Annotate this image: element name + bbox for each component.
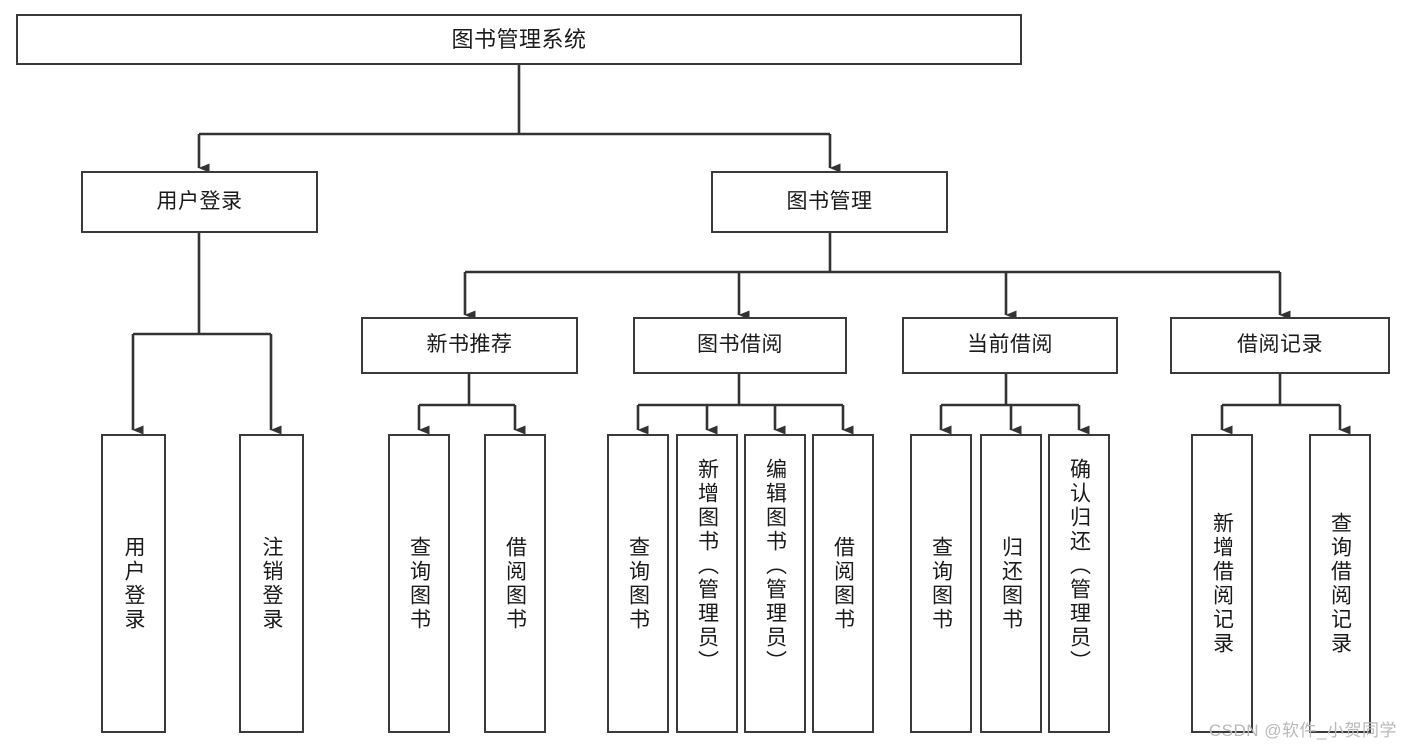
leaf-book-borrow-query-book[interactable]: 查询图书 [607, 434, 669, 733]
node-label: 图书管理系统 [451, 26, 587, 52]
leaf-user-login-logout[interactable]: 注销登录 [239, 434, 304, 733]
node-borrowing-record[interactable]: 借阅记录 [1170, 317, 1390, 374]
leaf-new-book-borrow-book[interactable]: 借阅图书 [484, 434, 546, 733]
node-current-borrowing[interactable]: 当前借阅 [902, 317, 1118, 374]
node-label: 图书借阅 [697, 333, 783, 357]
node-label: 查询图书 [407, 535, 431, 632]
node-label: 确认归还（管理员） [1067, 458, 1091, 674]
node-label: 图书管理 [786, 189, 873, 213]
node-label: 当前借阅 [967, 333, 1053, 357]
leaf-current-borrow-confirm-return-admin[interactable]: 确认归还（管理员） [1048, 434, 1110, 733]
node-label: 查询图书 [626, 535, 650, 632]
node-label: 借阅图书 [831, 535, 855, 632]
node-label: 用户登录 [122, 535, 145, 632]
leaf-book-borrow-borrow-book[interactable]: 借阅图书 [812, 434, 874, 733]
node-root-book-management-system[interactable]: 图书管理系统 [16, 14, 1022, 65]
node-book-borrowing[interactable]: 图书借阅 [633, 317, 847, 374]
csdn-watermark: CSDN @软件_小贺同学 [1208, 721, 1397, 740]
leaf-book-borrow-add-book-admin[interactable]: 新增图书（管理员） [676, 434, 738, 733]
leaf-current-borrow-return-book[interactable]: 归还图书 [980, 434, 1042, 733]
node-label: 新增借阅记录 [1210, 511, 1234, 656]
node-label: 查询图书 [929, 535, 953, 632]
node-new-book-recommendation[interactable]: 新书推荐 [361, 317, 578, 374]
node-label: 新书推荐 [426, 333, 513, 357]
node-label: 借阅记录 [1237, 333, 1323, 357]
node-label: 归还图书 [999, 535, 1023, 632]
node-book-management[interactable]: 图书管理 [711, 171, 948, 233]
node-label: 编辑图书（管理员） [763, 458, 787, 674]
leaf-borrow-record-query-record[interactable]: 查询借阅记录 [1309, 434, 1371, 733]
node-label: 查询借阅记录 [1328, 511, 1352, 656]
node-user-login[interactable]: 用户登录 [81, 171, 318, 233]
node-label: 新增图书（管理员） [695, 458, 719, 674]
leaf-new-book-query-book[interactable]: 查询图书 [388, 434, 450, 733]
leaf-borrow-record-add-record[interactable]: 新增借阅记录 [1191, 434, 1253, 733]
node-label: 借阅图书 [503, 535, 527, 632]
leaf-current-borrow-query-book[interactable]: 查询图书 [910, 434, 972, 733]
leaf-user-login-login[interactable]: 用户登录 [101, 434, 166, 733]
node-label: 注销登录 [260, 535, 283, 632]
leaf-book-borrow-edit-book-admin[interactable]: 编辑图书（管理员） [744, 434, 806, 733]
node-label: 用户登录 [156, 189, 243, 213]
